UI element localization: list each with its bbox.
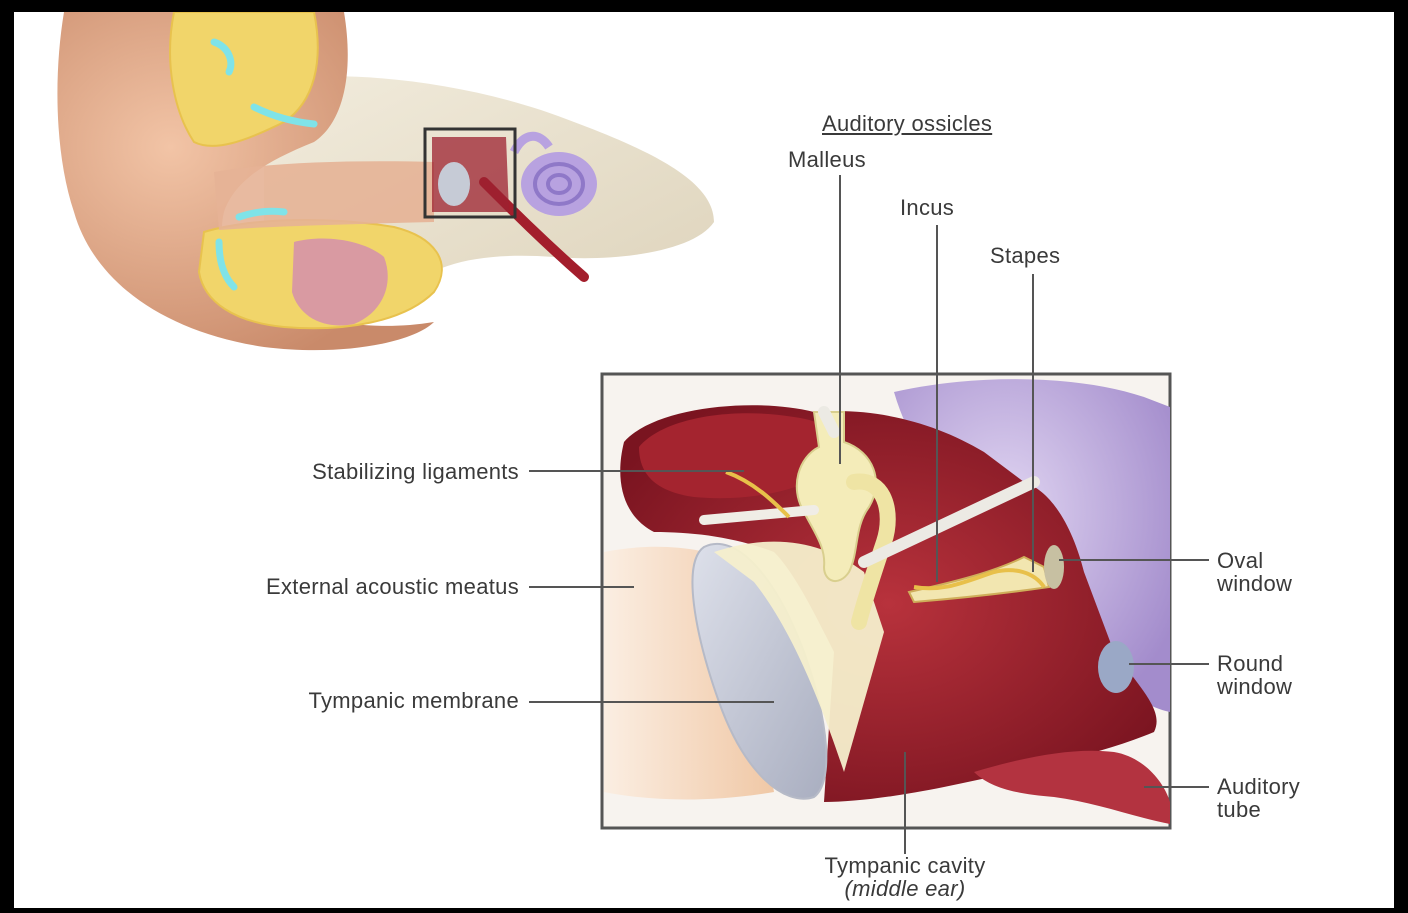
label-tympanic-cavity-2: (middle ear) — [755, 877, 1055, 901]
diagram-canvas: Auditory ossicles Malleus Incus Stapes S… — [14, 12, 1394, 908]
round-window-detail — [1098, 641, 1134, 693]
oval-window-detail — [1044, 545, 1064, 589]
label-auditory-tube-2: tube — [1217, 798, 1261, 822]
label-oval-window-2: window — [1217, 572, 1292, 596]
label-tympanic-cavity-1: Tympanic cavity — [755, 854, 1055, 878]
label-external-acoustic-meatus: External acoustic meatus — [114, 575, 519, 599]
label-oval-window-1: Oval — [1217, 549, 1263, 573]
label-auditory-tube-1: Auditory — [1217, 775, 1300, 799]
ear-canal-shape — [214, 161, 434, 230]
label-round-window-1: Round — [1217, 652, 1283, 676]
label-incus: Incus — [900, 196, 954, 220]
outer-ear-overview — [57, 12, 714, 350]
label-round-window-2: window — [1217, 675, 1292, 699]
label-stapes: Stapes — [990, 244, 1060, 268]
label-stabilizing-ligaments: Stabilizing ligaments — [174, 460, 519, 484]
label-malleus: Malleus — [788, 148, 866, 172]
middle-ear-detail — [602, 374, 1170, 828]
label-tympanic-membrane: Tympanic membrane — [174, 689, 519, 713]
auditory-ossicles-title: Auditory ossicles — [822, 112, 992, 136]
